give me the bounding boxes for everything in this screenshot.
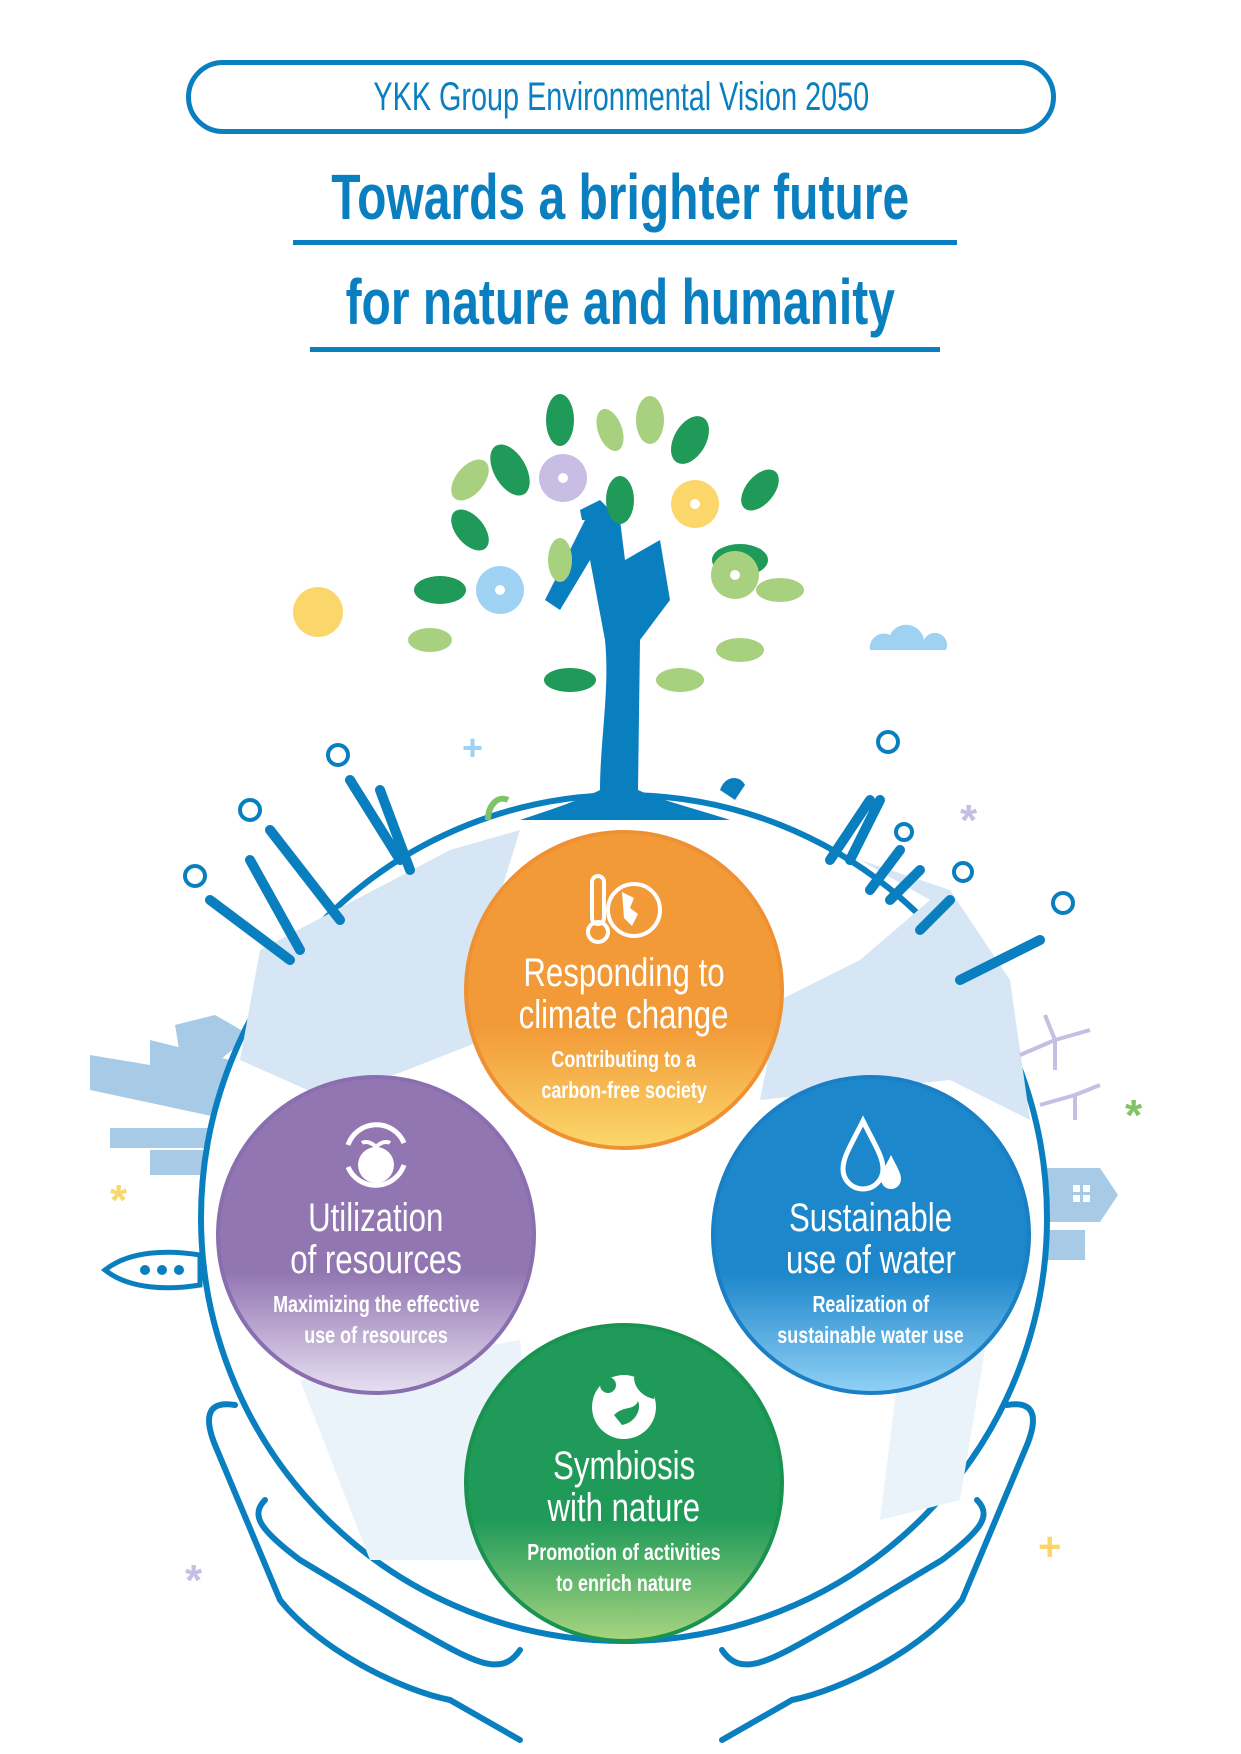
page-title-line-1: Towards a brighter future xyxy=(331,161,910,233)
water-drop-icon xyxy=(840,1115,901,1192)
bird-icon xyxy=(720,778,745,800)
pillar-title: Responding to xyxy=(523,951,725,995)
title-line-1-wrap: Towards a brighter future xyxy=(0,160,1241,234)
people-icon xyxy=(205,775,1045,985)
pillar-title: with nature xyxy=(547,1486,701,1530)
sun-icon xyxy=(293,587,343,637)
pillar-title: Sustainable xyxy=(789,1196,953,1240)
pillar-subtitle: Realization of xyxy=(812,1291,930,1317)
bird-leaf-globe-icon xyxy=(592,1375,656,1439)
pillar-subtitle: carbon-free society xyxy=(541,1077,707,1103)
pillar-subtitle: sustainable water use xyxy=(777,1322,965,1348)
vision-label-pill: YKK Group Environmental Vision 2050 xyxy=(186,60,1056,134)
plus-icon: + xyxy=(1038,1525,1061,1569)
pillar-subtitle: to enrich nature xyxy=(556,1570,692,1596)
pillar-subtitle: Contributing to a xyxy=(551,1046,697,1072)
pillar-title: of resources xyxy=(290,1238,462,1282)
recycle-globe-icon xyxy=(345,1122,407,1188)
vision-label: YKK Group Environmental Vision 2050 xyxy=(373,74,869,119)
pillar-subtitle: use of resources xyxy=(304,1322,448,1348)
pillar-subtitle: Promotion of activities xyxy=(527,1539,721,1565)
pillar-title: Symbiosis xyxy=(552,1444,696,1488)
pillar-title: climate change xyxy=(519,993,729,1037)
wind-turbine-icon xyxy=(1019,1014,1101,1120)
plus-icon: + xyxy=(462,727,483,768)
title-underline-1 xyxy=(293,240,957,245)
people-heads-icon xyxy=(183,730,1075,915)
thermometer-globe-icon xyxy=(586,874,662,944)
building-icon xyxy=(1045,1168,1118,1260)
cloud-icon xyxy=(869,624,948,650)
asterisk-icon: * xyxy=(110,1176,128,1225)
tree-icon xyxy=(408,394,804,820)
page-title-line-2: for nature and humanity xyxy=(345,266,896,338)
hands-icon xyxy=(206,1401,1036,1743)
pillar-title: use of water xyxy=(786,1238,956,1282)
continent-right xyxy=(760,860,1030,1120)
asterisk-icon: * xyxy=(1125,1091,1143,1140)
asterisk-icon: * xyxy=(185,1556,203,1605)
asterisk-icon: * xyxy=(960,796,978,845)
pillar-subtitle: Maximizing the effective xyxy=(272,1291,480,1317)
pillar-title: Utilization xyxy=(308,1196,444,1240)
sprout-icon xyxy=(485,795,510,821)
rocket-icon xyxy=(100,1249,203,1291)
title-line-2-wrap: for nature and humanity xyxy=(0,265,1241,339)
title-underline-2 xyxy=(310,347,940,352)
